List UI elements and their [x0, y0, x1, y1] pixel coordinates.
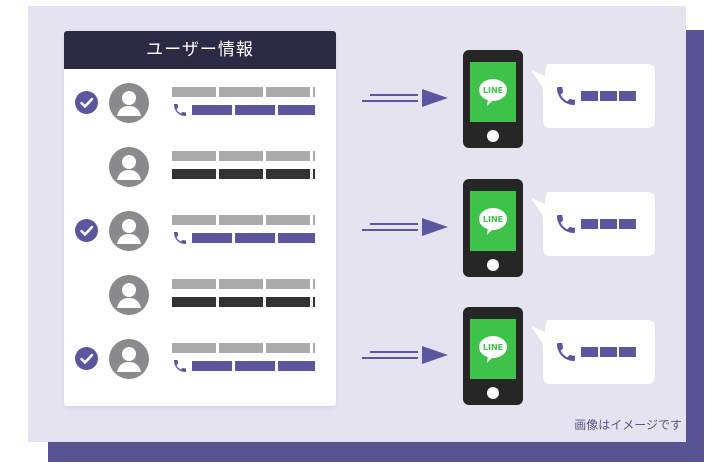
check-circle-icon [75, 347, 98, 370]
phone-icon [174, 360, 186, 372]
image-disclaimer-caption: 画像はイメージです [574, 418, 682, 432]
phone-number-bar [192, 233, 315, 243]
line-logo-label: LINE [483, 215, 503, 224]
phone-number-bar [192, 361, 315, 371]
name-placeholder-bar [172, 215, 315, 225]
name-placeholder-bar [172, 87, 315, 97]
phone-icon [174, 232, 186, 244]
name-placeholder-bar [172, 343, 315, 353]
smartphone-icon: LINE [463, 307, 523, 405]
user-row [64, 275, 336, 315]
user-row [64, 83, 336, 123]
smartphone-icon: LINE [463, 179, 523, 277]
name-placeholder-bar [172, 279, 315, 289]
phone-icon [174, 104, 186, 116]
line-logo-icon: LINE [479, 208, 507, 235]
user-info-title: ユーザー情報 [64, 31, 336, 69]
line-logo-label: LINE [483, 343, 503, 352]
phone-number-bar [192, 105, 315, 115]
contact-placeholder-bar [172, 169, 315, 179]
contact-placeholder-bar [172, 297, 315, 307]
user-row [64, 339, 336, 379]
user-avatar-icon [109, 339, 149, 379]
user-row [64, 211, 336, 251]
user-row [64, 147, 336, 187]
arrow-right-icon [362, 218, 448, 236]
line-logo-icon: LINE [479, 336, 507, 363]
arrow-right-icon [362, 346, 448, 364]
user-avatar-icon [109, 211, 149, 251]
speech-bubble-icon [531, 320, 655, 384]
check-circle-icon [75, 219, 98, 242]
user-avatar-icon [109, 83, 149, 123]
speech-bubble-icon [531, 192, 655, 256]
user-info-card: ユーザー情報 [64, 31, 336, 406]
arrow-right-icon [362, 89, 448, 107]
line-logo-icon: LINE [479, 79, 507, 106]
smartphone-icon: LINE [463, 50, 523, 148]
line-logo-label: LINE [483, 86, 503, 95]
check-circle-icon [75, 91, 98, 114]
speech-bubble-icon [531, 64, 655, 128]
user-avatar-icon [109, 275, 149, 315]
user-avatar-icon [109, 147, 149, 187]
name-placeholder-bar [172, 151, 315, 161]
